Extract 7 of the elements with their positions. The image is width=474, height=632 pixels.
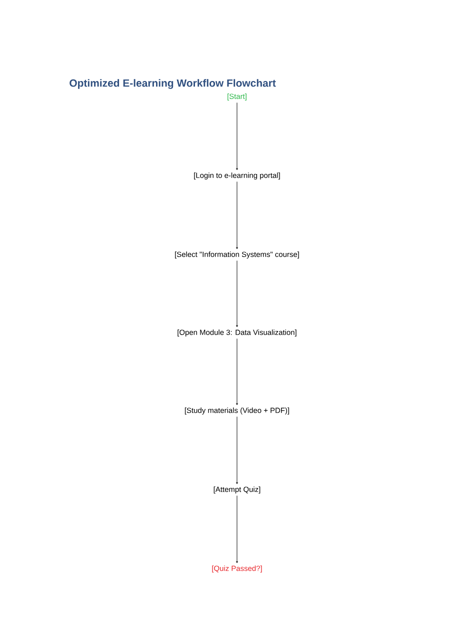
arrow [236,338,238,406]
arrow [236,181,238,250]
arrow [236,260,238,328]
arrow [236,495,238,564]
arrow [236,416,238,484]
arrow [236,102,238,170]
title: Optimized E-learning Workflow Flowchart [70,79,276,89]
